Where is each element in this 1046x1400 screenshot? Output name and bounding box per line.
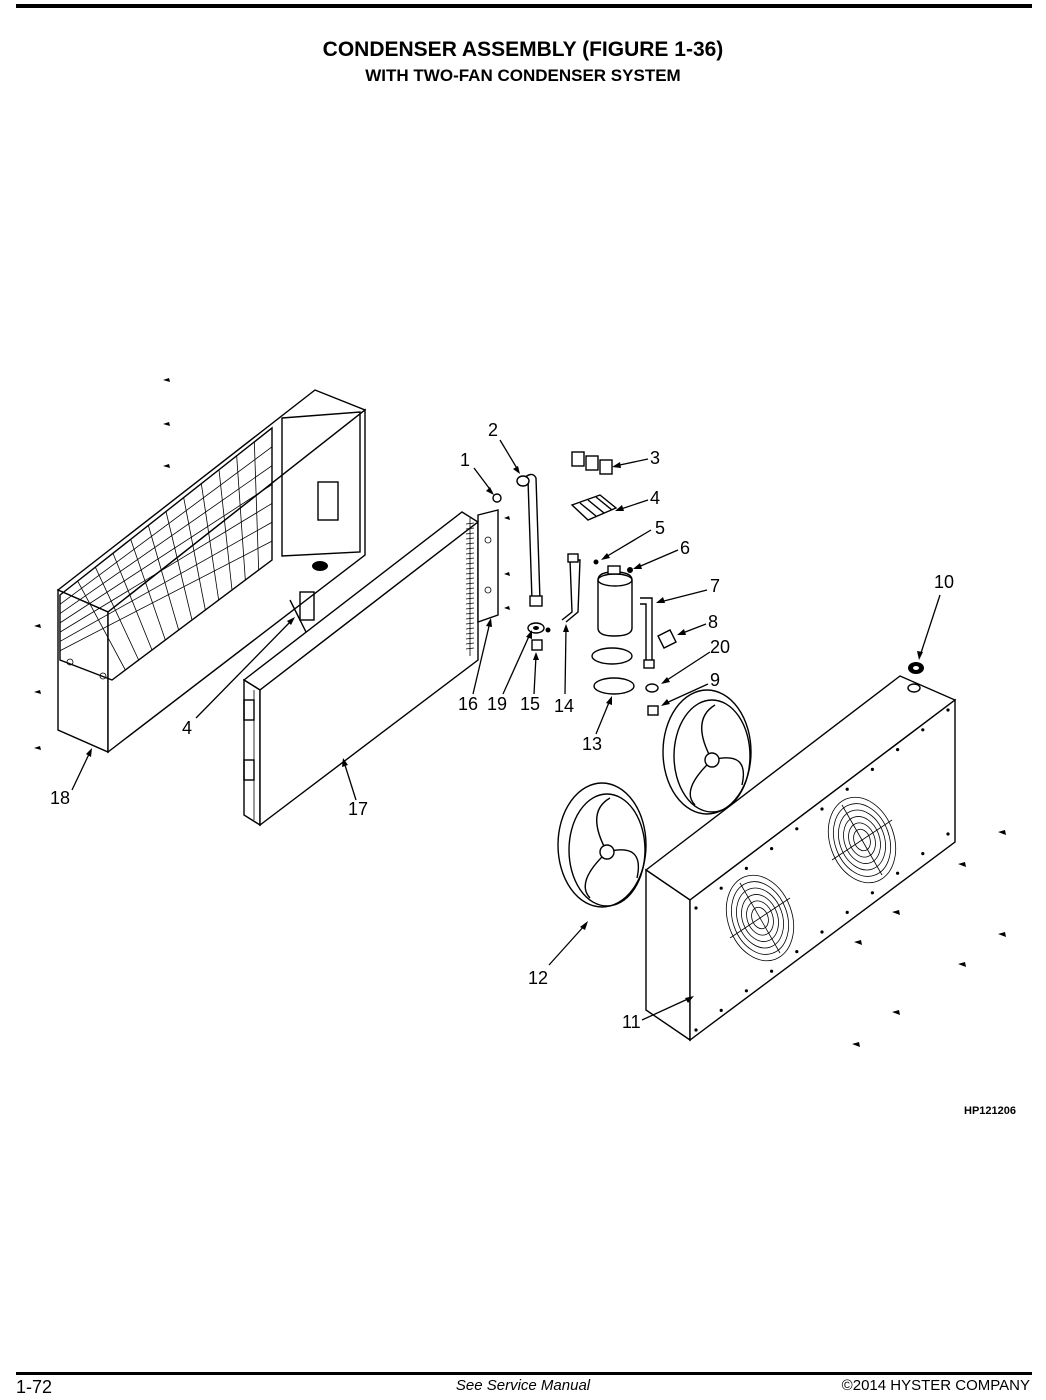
callout-16: 16	[458, 694, 478, 714]
leader-arrows	[71, 439, 941, 1021]
callout-labels: 1 2 3 4 4 5 6 7 8 9 10 11 12 13 14 15 16…	[50, 420, 954, 1032]
callout-20: 20	[710, 637, 730, 657]
callout-10: 10	[934, 572, 954, 592]
callout-2: 2	[488, 420, 498, 440]
callout-13: 13	[582, 734, 602, 754]
callout-4a: 4	[182, 718, 192, 738]
callout-6: 6	[680, 538, 690, 558]
callout-17: 17	[348, 799, 368, 819]
o-ring-seal	[645, 683, 659, 693]
condenser-fan-rear	[662, 689, 752, 815]
callout-5: 5	[655, 518, 665, 538]
callout-19: 19	[487, 694, 507, 714]
callout-18: 18	[50, 788, 70, 808]
figure-reference-code: HP121206	[964, 1105, 1016, 1117]
side-bracket	[477, 509, 510, 623]
terminal-block	[570, 494, 618, 521]
o-ring	[492, 493, 502, 503]
housing-screws	[34, 378, 170, 750]
fan-shroud	[644, 675, 957, 1042]
o-ring-small	[593, 559, 599, 565]
page-number: 1-72	[16, 1377, 53, 1397]
discharge-line	[516, 473, 543, 607]
shroud-screws	[852, 830, 1006, 1047]
callout-12: 12	[528, 968, 548, 988]
callout-7: 7	[710, 576, 720, 596]
receiver-drier	[597, 565, 633, 637]
callout-14: 14	[554, 696, 574, 716]
callout-15: 15	[520, 694, 540, 714]
mounting-clamps	[591, 647, 635, 695]
hose-assembly	[640, 597, 655, 669]
copyright: ©2014 HYSTER COMPANY	[841, 1377, 1030, 1394]
footer-note: See Service Manual	[455, 1377, 591, 1394]
grommet	[908, 662, 924, 674]
callout-4b: 4	[650, 488, 660, 508]
condenser-fan-front	[557, 782, 647, 908]
page-subtitle: WITH TWO-FAN CONDENSER SYSTEM	[365, 66, 681, 85]
callout-1: 1	[460, 450, 470, 470]
liquid-line	[561, 553, 581, 623]
callout-11: 11	[622, 1012, 641, 1032]
pressure-switch	[657, 629, 677, 649]
condenser-housing	[56, 389, 367, 754]
callout-9: 9	[710, 670, 720, 690]
callout-8: 8	[708, 612, 718, 632]
fitting-nut	[647, 705, 659, 716]
bottom-rule	[16, 1372, 1032, 1375]
fitting	[531, 639, 543, 651]
callout-3: 3	[650, 448, 660, 468]
relay-block	[571, 451, 613, 475]
page-title: CONDENSER ASSEMBLY (FIGURE 1-36)	[322, 38, 724, 61]
top-rule	[16, 4, 1032, 8]
